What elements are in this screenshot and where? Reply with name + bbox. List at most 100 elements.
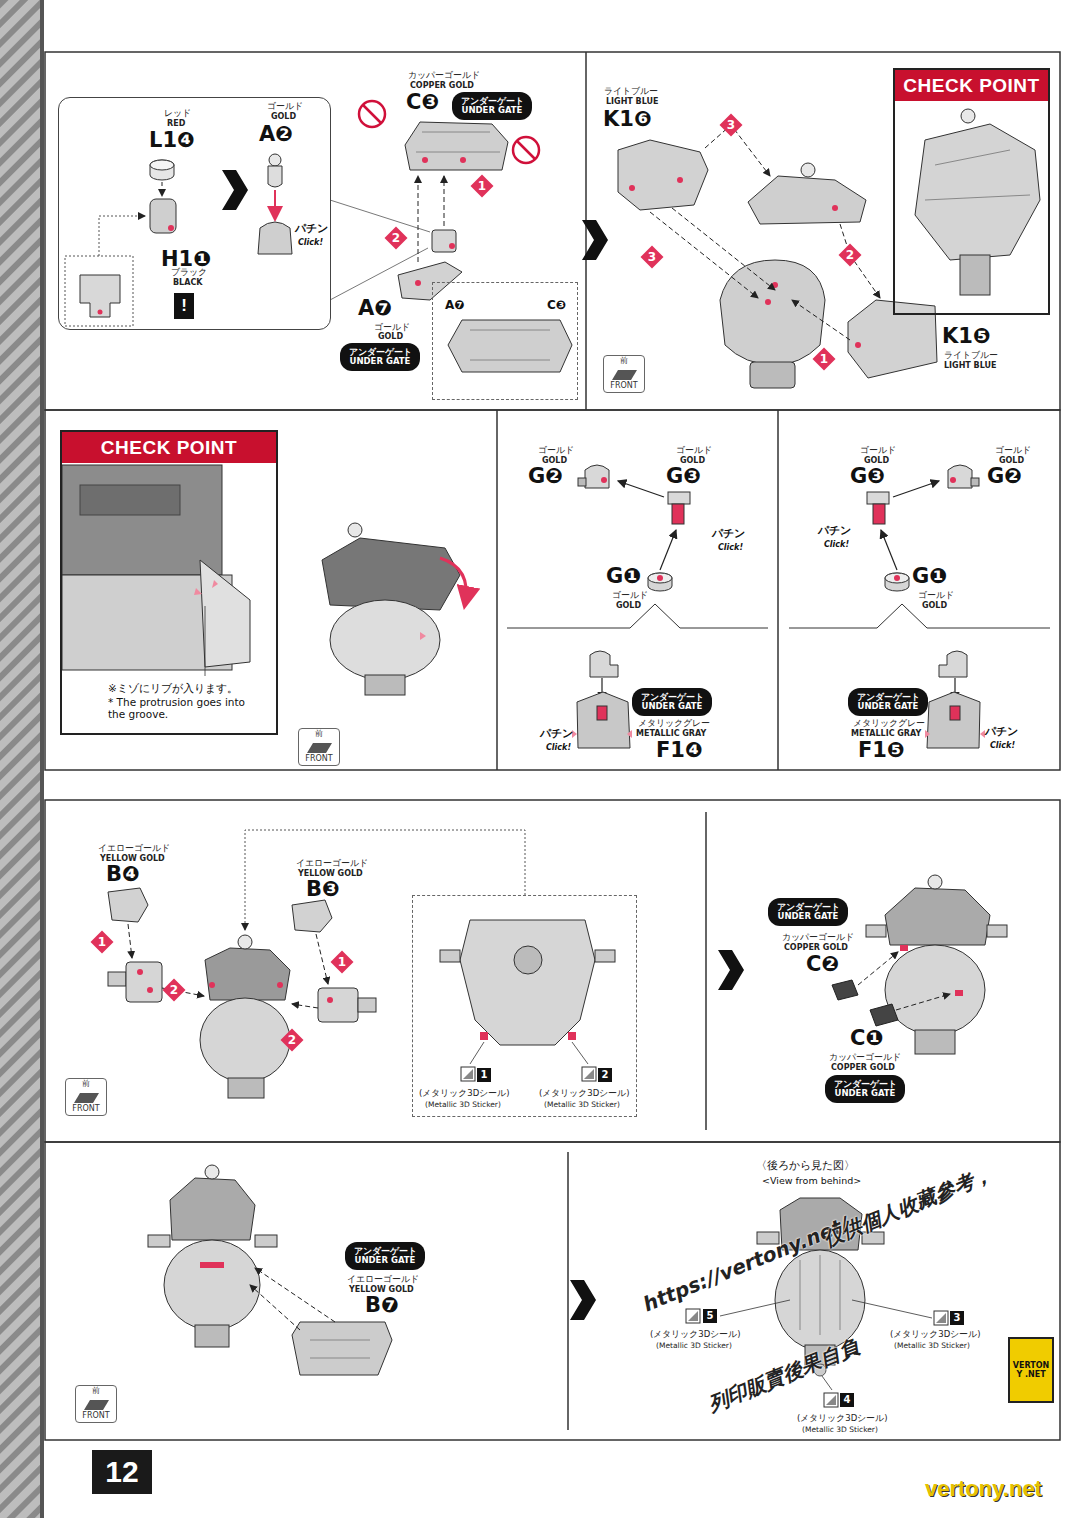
under-gate-badge: アンダーゲートUNDER GATE: [340, 343, 420, 371]
label-holder: GOLD: [864, 456, 889, 465]
watermark-text: https://vertony.net/: [640, 1213, 852, 1317]
step-diamond: 2: [280, 1028, 304, 1052]
label-holder: A❼: [358, 298, 392, 319]
click-sound: パチン: [712, 528, 745, 541]
step-diamond: 2: [384, 226, 408, 250]
color-name-en: GOLD: [378, 332, 403, 341]
label-holder: vertony.net: [925, 1476, 1042, 1501]
color-name-jp: イエローゴールド: [347, 1274, 419, 1284]
label-holder: カッパーゴールド: [829, 1052, 901, 1062]
label-holder: COPPER GOLD: [784, 943, 848, 952]
color-name-en: METALLIC GRAY: [851, 729, 921, 738]
text-holder: ブラック: [171, 267, 207, 277]
inset-box: (メタリック3Dシール)(Metallic 3D Sticker)(メタリック3…: [412, 895, 637, 1117]
color-name-en: GOLD: [922, 601, 947, 610]
color-name-jp: カッパーゴールド: [408, 70, 480, 80]
caution-mark: !: [174, 293, 194, 319]
part-number: G❸: [850, 466, 885, 487]
label-holder: G❷: [528, 466, 563, 487]
label-holder: COPPER GOLD: [831, 1063, 895, 1072]
under-gate-badge-text: アンダーゲート: [354, 1247, 417, 1256]
sticker-label-en: (Metallic 3D Sticker): [894, 1342, 970, 1351]
under-gate-badge: アンダーゲートUNDER GATE: [768, 898, 848, 926]
step-diamond: 1: [470, 174, 494, 198]
color-name-en: BLACK: [173, 278, 202, 287]
color-name-en: LIGHT BLUE: [944, 361, 996, 370]
color-name-jp: ゴールド: [860, 445, 896, 455]
step-diamond-text: 3: [727, 119, 735, 131]
part-number: G❷: [528, 466, 563, 487]
part-number: K1❻: [603, 109, 652, 130]
sticker-number: 4: [840, 1393, 854, 1407]
watermark-logo: VERTONY .NET: [1008, 1337, 1054, 1403]
sticker-number-text: 2: [602, 1070, 609, 1080]
label-holder: G❷: [987, 466, 1022, 487]
label-holder: G❸: [850, 466, 885, 487]
label-holder: B❹: [106, 864, 140, 885]
under-gate-badge-text: アンダーゲート: [857, 693, 920, 702]
label-holder: メタリックグレー: [638, 718, 710, 728]
click-label: Click!: [298, 238, 323, 247]
under-gate-badge-text: UNDER GATE: [778, 912, 839, 921]
part-number: B❸: [306, 879, 340, 900]
label-holder: パチン: [712, 528, 745, 541]
note-text: ※ミゾにリブが入ります。: [108, 682, 258, 694]
text-holder: A❼: [445, 299, 464, 313]
text-holder: レッド: [164, 108, 191, 118]
label-holder: GOLD: [542, 456, 567, 465]
label-holder: カッパーゴールド: [408, 70, 480, 80]
text-holder: GOLD: [271, 112, 296, 121]
watermark-logo-text: VERTONY .NET: [1011, 1361, 1051, 1379]
part-number: A❼: [358, 298, 392, 319]
check-point-band: CHECK POINT: [62, 432, 276, 463]
label-holder: F1❹: [656, 740, 703, 761]
part-number: G❸: [666, 466, 701, 487]
label-holder: (Metallic 3D Sticker): [802, 1426, 878, 1435]
part-number: C❸: [406, 92, 439, 113]
text-holder: A❷: [259, 124, 293, 145]
label-holder: LIGHT BLUE: [944, 361, 996, 370]
label-holder: Click!: [718, 543, 743, 552]
step-diamond: 2: [162, 978, 186, 1002]
under-gate-badge-text: アンダーゲート: [349, 348, 412, 357]
color-name-en: GOLD: [616, 601, 641, 610]
label-holder: イエローゴールド: [98, 843, 170, 853]
label-holder: GOLD: [616, 601, 641, 610]
click-sound: パチン: [540, 728, 573, 741]
text-holder: パチン: [295, 223, 328, 236]
step-diamond-text: 2: [846, 249, 854, 261]
under-gate-badge-text: UNDER GATE: [858, 702, 919, 711]
label-holder: B❼: [365, 1295, 399, 1316]
label-holder: ライトブルー: [944, 350, 998, 360]
page-number-text: 12: [105, 1457, 138, 1487]
view-title-en: <View from behind>: [762, 1176, 861, 1187]
under-gate-badge-text: アンダーゲート: [777, 903, 840, 912]
sticker-number: 1: [477, 1068, 491, 1082]
front-indicator: 前FRONT: [298, 728, 340, 766]
step-diamond-text: 1: [478, 180, 486, 192]
check-point-box: CHECK POINT※ミゾにリブが入ります。* The protrusion …: [60, 430, 278, 735]
color-name-jp: ゴールド: [995, 445, 1031, 455]
color-name-en: COPPER GOLD: [831, 1063, 895, 1072]
color-name-jp: ブラック: [171, 267, 207, 277]
click-label: Click!: [824, 540, 849, 549]
step-diamond: 3: [719, 113, 743, 137]
part-number: F1❹: [656, 740, 703, 761]
caution-mark-text: !: [181, 296, 187, 316]
click-label: Click!: [546, 743, 571, 752]
part-number: C❸: [547, 299, 566, 313]
color-name-en: YELLOW GOLD: [100, 854, 165, 863]
sticker-number-text: 5: [707, 1311, 714, 1321]
check-point-title: CHECK POINT: [101, 437, 237, 459]
part-number: C❷: [806, 954, 839, 975]
label-holder: ゴールド: [538, 445, 574, 455]
label-holder: K1❻: [603, 109, 652, 130]
step-diamond-text: 2: [170, 984, 178, 996]
front-indicator-text: 前: [92, 1387, 100, 1396]
label-holder: ゴールド: [995, 445, 1031, 455]
label-holder: <View from behind>: [762, 1176, 861, 1187]
text-holder: (メタリック3Dシール): [419, 1089, 510, 1099]
under-gate-badge: アンダーゲートUNDER GATE: [848, 688, 928, 716]
